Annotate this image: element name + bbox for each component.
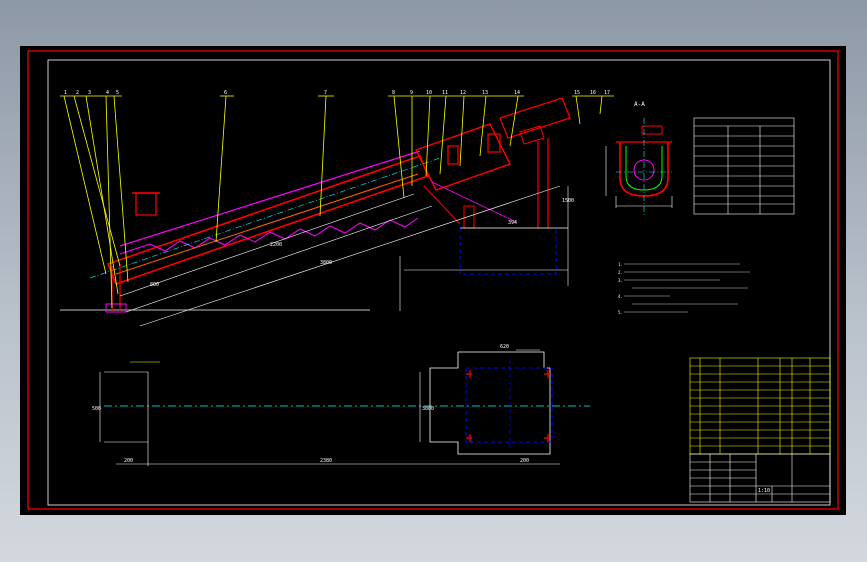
section-label: A-A: [634, 101, 645, 108]
dim-d2: 2200: [270, 242, 282, 248]
note-5: 5.: [618, 310, 623, 315]
callout-6: 6: [224, 90, 227, 96]
dim-d10: 200: [520, 458, 529, 464]
conveyor-elevation: [60, 97, 571, 313]
outer-frame: [27, 50, 839, 510]
callout-3: 3: [88, 90, 91, 96]
callout-13: 13: [482, 90, 488, 96]
leader-lines: [60, 95, 614, 309]
callout-8: 8: [392, 90, 395, 96]
dim-d9: 2380: [320, 458, 332, 464]
callout-12: 12: [460, 90, 466, 96]
dim-d6: 500: [92, 406, 101, 412]
dim-d5: 1500: [562, 198, 574, 204]
callout-9: 9: [410, 90, 413, 96]
callout-4: 4: [106, 90, 109, 96]
parts-list: [689, 357, 831, 455]
callout-15: 15: [574, 90, 580, 96]
callout-10: 10: [426, 90, 432, 96]
note-1: 1.: [618, 262, 623, 267]
callout-labels: 1 2 3 4 5 6 7 8 9 10 11 12 13 14 15 16 1…: [64, 90, 610, 96]
title-block: [689, 453, 831, 503]
dim-d8: 620: [500, 344, 509, 350]
cad-viewport[interactable]: 800 2200 3800 394 1500 1 2 3 4 5 6 7 8 9…: [20, 46, 846, 515]
callout-1: 1: [64, 90, 67, 96]
callout-16: 16: [590, 90, 596, 96]
plan-dimensions: 500 200 620 2380 200 3800: [92, 344, 529, 464]
callout-17: 17: [604, 90, 610, 96]
elevation-dimensions: 800 2200 3800 394 1500: [119, 185, 574, 327]
dim-d11: 3800: [422, 406, 434, 412]
inner-frame: [47, 59, 831, 506]
note-4: 4.: [618, 294, 623, 299]
note-3: 3.: [618, 278, 623, 283]
callout-2: 2: [76, 90, 79, 96]
section-view: A-A: [605, 101, 673, 216]
callout-5: 5: [116, 90, 119, 96]
dim-d7: 200: [124, 458, 133, 464]
callout-7: 7: [324, 90, 327, 96]
callout-14: 14: [514, 90, 520, 96]
note-2: 2.: [618, 270, 623, 275]
plan-view: [99, 349, 590, 466]
cad-drawing: 800 2200 3800 394 1500 1 2 3 4 5 6 7 8 9…: [27, 50, 839, 510]
dim-d4: 394: [508, 220, 517, 226]
technical-notes: 1. 2. 3. 4. 5.: [618, 262, 750, 315]
callout-11: 11: [442, 90, 448, 96]
dim-d1: 800: [150, 282, 159, 288]
spec-table: [693, 117, 795, 215]
dim-d3: 3800: [320, 260, 332, 266]
title-scale: 1:10: [758, 488, 770, 494]
